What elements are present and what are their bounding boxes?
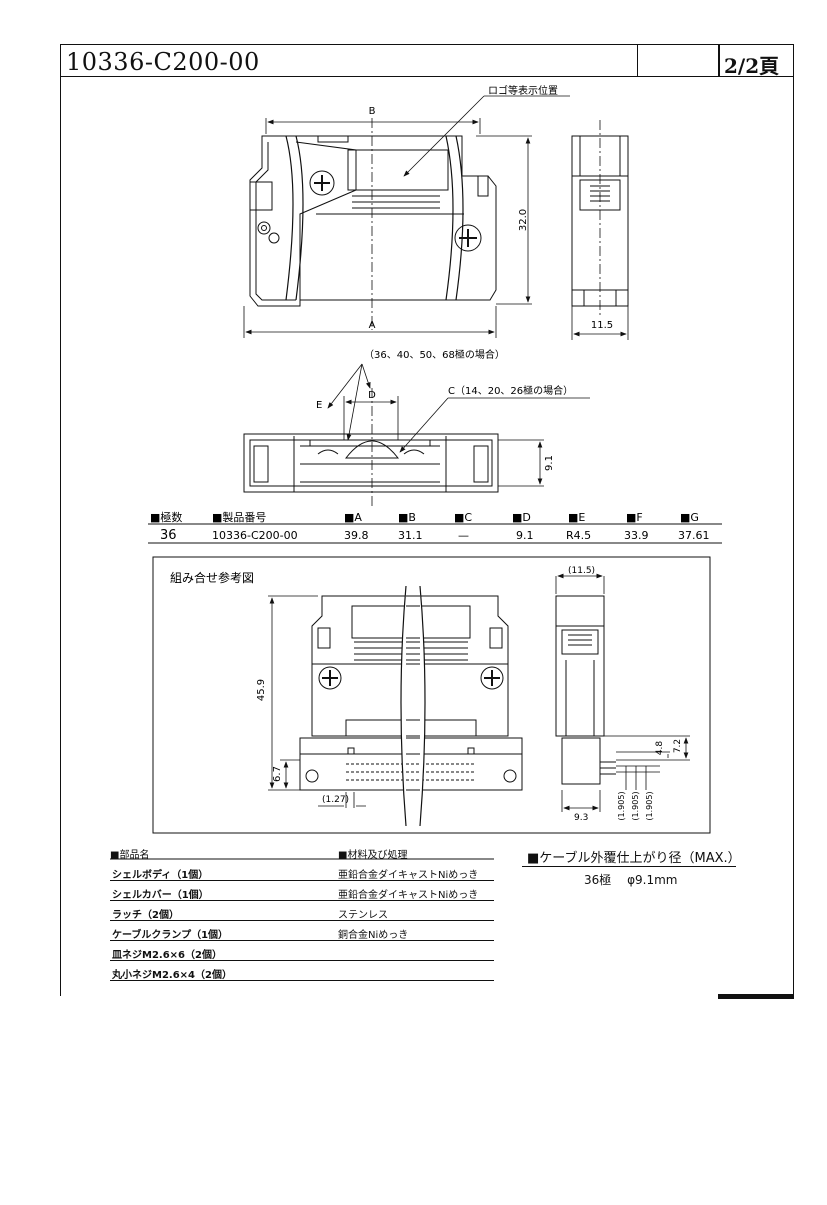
table-row: シェルボディ（1個） 亜鉛合金ダイキャストNiめっき xyxy=(110,862,494,881)
td-part-no: 10336-C200-00 xyxy=(212,529,298,542)
part-material: 銅合金Niめっき xyxy=(338,930,409,941)
cable-title: ■ケーブル外覆仕上がり径（MAX.） xyxy=(527,851,741,866)
assembly-front xyxy=(299,595,523,791)
dim-e-label: E xyxy=(316,400,322,411)
dim-width-label: 11.5 xyxy=(591,320,613,331)
page-number: 2/2頁 xyxy=(724,54,780,78)
th-b: ■B xyxy=(398,511,416,524)
title-block xyxy=(60,44,794,77)
logo-note: ロゴ等表示位置 xyxy=(488,84,558,97)
front-view xyxy=(243,135,497,338)
dim-91-label: 9.1 xyxy=(544,455,555,471)
bottom-view xyxy=(243,433,499,493)
dim-115-label: (11.5) xyxy=(568,566,595,576)
table-row: 皿ネジM2.6×6（2個） xyxy=(110,942,494,961)
part-material: 亜鉛合金ダイキャストNiめっき xyxy=(338,870,479,881)
part-material: 亜鉛合金ダイキャストNiめっき xyxy=(338,890,479,901)
dim-height-label: 32.0 xyxy=(518,209,529,231)
assembly-title: 組み合せ参考図 xyxy=(170,570,254,585)
th-a: ■A xyxy=(344,511,362,524)
table-row: シェルカバー（1個） 亜鉛合金ダイキャストNiめっき xyxy=(110,882,494,901)
table-row: ケーブルクランプ（1個） 銅合金Niめっき xyxy=(110,922,494,941)
th-poles: ■極数 xyxy=(150,510,182,524)
part-material: ステンレス xyxy=(338,910,388,921)
part-name: シェルカバー（1個） xyxy=(112,890,209,901)
td-c: — xyxy=(458,529,469,542)
drawing-frame xyxy=(60,44,794,996)
title-divider xyxy=(637,44,638,77)
dim-48-label: 4.8 xyxy=(655,741,665,756)
td-e: R4.5 xyxy=(566,529,591,542)
th-part-no: ■製品番号 xyxy=(212,510,266,524)
doc-number: 10336-C200-00 xyxy=(66,48,260,76)
part-name: 丸小ネジM2.6×4（2個） xyxy=(112,970,232,981)
dim-72-label: 7.2 xyxy=(673,739,683,753)
dim-1905-label: (1.905) xyxy=(617,791,626,820)
td-g: 37.61 xyxy=(678,529,710,542)
th-g: ■G xyxy=(680,511,699,524)
th-d: ■D xyxy=(512,511,531,524)
part-name: シェルボディ（1個） xyxy=(112,870,209,881)
dim-1905-label: (1.905) xyxy=(645,791,654,820)
dim-459-label: 45.9 xyxy=(256,679,267,701)
part-name: ケーブルクランプ（1個） xyxy=(112,930,229,941)
assembly-frame xyxy=(152,556,711,834)
dim-67-label: 6.7 xyxy=(272,766,283,782)
dim-127-label: (1.27) xyxy=(322,795,349,805)
dim-b-label: B xyxy=(369,106,376,117)
title-divider xyxy=(718,44,720,77)
part-name: ラッチ（2個） xyxy=(112,910,179,921)
part-name: 皿ネジM2.6×6（2個） xyxy=(112,950,222,961)
dim-1905-label: (1.905) xyxy=(631,791,640,820)
th-e: ■E xyxy=(568,511,585,524)
parts-header-name: ■部品名 xyxy=(110,850,150,861)
td-a: 39.8 xyxy=(344,529,369,542)
table-row: 丸小ネジM2.6×4（2個） xyxy=(110,962,494,981)
dim-93-label: 9.3 xyxy=(574,813,588,823)
td-f: 33.9 xyxy=(624,529,649,542)
dim-d-label: D xyxy=(368,390,376,401)
th-c: ■C xyxy=(454,511,472,524)
frame-corner-bar xyxy=(718,994,794,999)
th-f: ■F xyxy=(626,511,643,524)
table-row: ラッチ（2個） ステンレス xyxy=(110,902,494,921)
note-large: （36、40、50、68極の場合） xyxy=(364,348,505,361)
note-small: C（14、20、26極の場合） xyxy=(448,384,573,397)
parts-header-material: ■材料及び処理 xyxy=(338,850,408,861)
dim-a-label: A xyxy=(369,320,376,331)
td-d: 9.1 xyxy=(516,529,534,542)
cable-value: 36極 φ9.1mm xyxy=(584,873,678,887)
assembly-side xyxy=(555,595,616,785)
td-b: 31.1 xyxy=(398,529,423,542)
cable-underline xyxy=(522,866,736,867)
td-poles: 36 xyxy=(160,528,177,543)
